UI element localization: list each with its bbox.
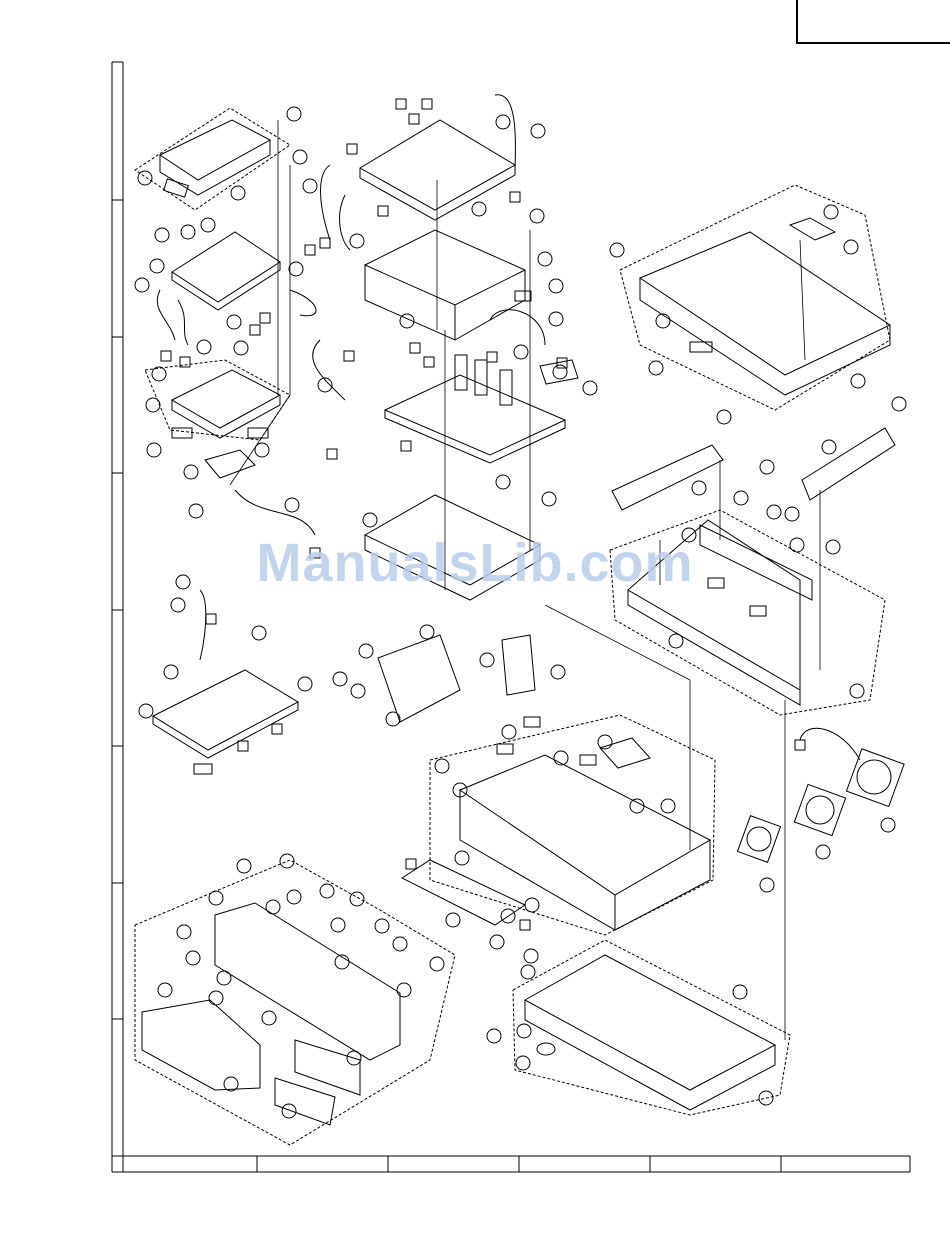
top-center-cover-group (303, 95, 545, 255)
top-left-board-group (135, 218, 316, 367)
top-center-mesh-shield (365, 209, 563, 340)
top-left-shield-group (135, 107, 307, 210)
row-ticks (112, 200, 123, 1019)
center-base-frame (363, 492, 556, 600)
bottom-plate-group (487, 940, 790, 1115)
fan-group (737, 728, 904, 892)
leader-lines (230, 120, 820, 1040)
column-ticks (257, 1156, 781, 1172)
front-panel-group (135, 854, 455, 1145)
power-board-group (139, 575, 312, 774)
rear-panel-group (610, 397, 906, 715)
main-chassis-group (402, 715, 715, 949)
mid-left-board-group (145, 341, 320, 558)
top-cover-group (610, 185, 890, 410)
front-bracket-group (333, 625, 565, 726)
